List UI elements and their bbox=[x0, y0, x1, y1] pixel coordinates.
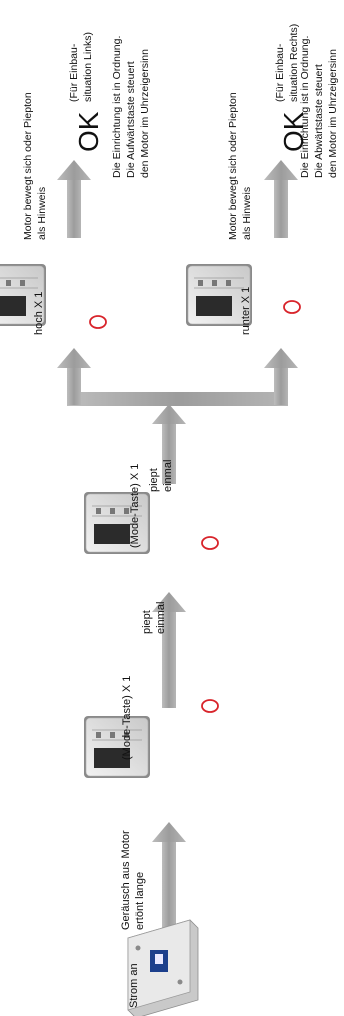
arrow-mode2-to-split bbox=[152, 404, 186, 484]
up-button-highlight bbox=[89, 315, 107, 329]
right-motor-line2: als Hinweis bbox=[241, 187, 253, 240]
left-ok: OK bbox=[73, 111, 104, 152]
mode-button-highlight-1 bbox=[201, 699, 219, 713]
label-beep-1b: einmal bbox=[155, 602, 167, 634]
right-situation-1: (Für Einbau- bbox=[274, 43, 286, 102]
right-motor-line1: Motor bewegt sich oder Piepton bbox=[227, 92, 239, 240]
label-mode-press-1: (Mode-Taste) X 1 bbox=[121, 676, 133, 760]
label-power-on: Strom an bbox=[128, 963, 140, 1008]
label-beep-1a: piept bbox=[141, 610, 153, 634]
right-desc-1: Die Einrichtung ist in Ordnung. bbox=[299, 36, 311, 178]
arrow-mode1-to-mode2 bbox=[152, 592, 186, 708]
arrow-down-to-ok-right bbox=[264, 160, 298, 238]
label-beep-2a: piept bbox=[148, 468, 160, 492]
arrow-up-to-ok-left bbox=[57, 160, 91, 238]
left-desc-1: Die Einrichtung ist in Ordnung. bbox=[111, 36, 123, 178]
right-desc-2: Die Abwärtstaste steuert bbox=[313, 64, 325, 178]
right-ok: OK bbox=[278, 111, 309, 152]
label-mode-press-2: (Mode-Taste) X 1 bbox=[129, 464, 141, 548]
split-connector bbox=[67, 392, 288, 406]
label-motor-noise-2: ertönt lange bbox=[134, 872, 146, 930]
wall-switch-mode1 bbox=[83, 715, 151, 779]
label-down-press: runter X 1 bbox=[240, 287, 252, 335]
right-desc-3: den Motor im Uhrzeigersinn bbox=[327, 49, 339, 178]
label-beep-2b: einmal bbox=[162, 460, 174, 492]
arrow-split-to-down bbox=[264, 348, 298, 405]
left-motor-line2: als Hinweis bbox=[36, 187, 48, 240]
arrow-split-to-up bbox=[57, 348, 91, 405]
label-up-press: hoch X 1 bbox=[33, 292, 45, 335]
power-module bbox=[127, 919, 199, 1016]
left-situation-2: situation Links) bbox=[82, 32, 94, 102]
left-motor-line1: Motor bewegt sich oder Piepton bbox=[22, 92, 34, 240]
left-desc-3: den Motor im Uhrzeigersinn bbox=[139, 49, 151, 178]
left-desc-2: Die Aufwärtstaste steuert bbox=[125, 61, 137, 178]
label-motor-noise-1: Geräusch aus Motor bbox=[120, 830, 132, 930]
down-button-highlight bbox=[283, 300, 301, 314]
left-situation-1: (Für Einbau- bbox=[68, 43, 80, 102]
right-situation-2: situation Rechts) bbox=[288, 24, 300, 102]
mode-button-highlight-2 bbox=[201, 536, 219, 550]
